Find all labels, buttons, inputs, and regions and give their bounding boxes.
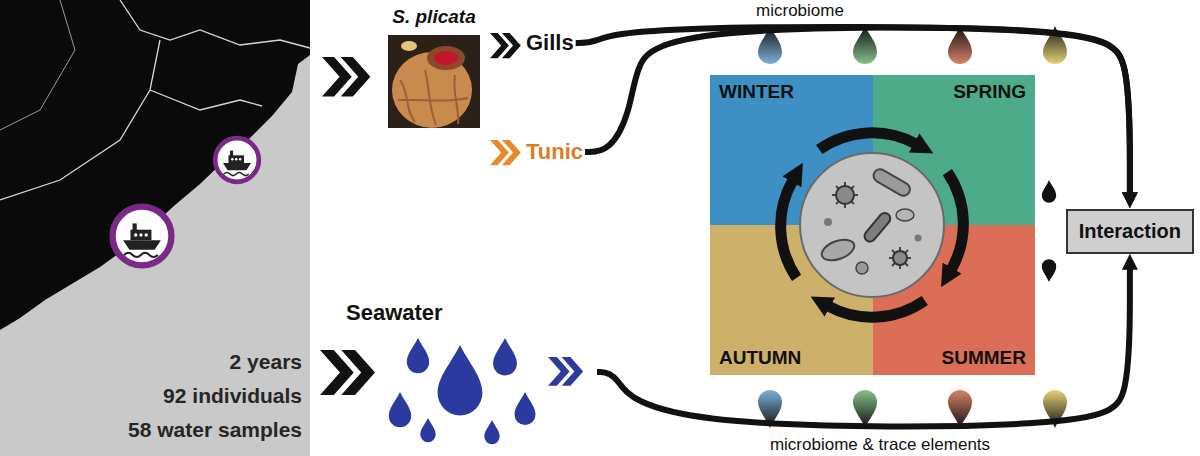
summary-stat: 2 years xyxy=(230,350,302,374)
node-text: AUTUMN xyxy=(719,347,801,369)
node-text: Interaction xyxy=(1079,220,1181,243)
tissue-label: Gills xyxy=(526,30,574,56)
node-text: S. plicata xyxy=(384,6,484,28)
ascidian-photo xyxy=(388,35,480,128)
summary-stat: 58 water samples xyxy=(128,418,302,442)
map xyxy=(0,0,310,456)
summary-stat: 92 individuals xyxy=(163,384,302,408)
season-quadrant: WINTER xyxy=(710,75,873,225)
node-text: WINTER xyxy=(719,81,794,103)
water-drops xyxy=(389,338,536,444)
edge-label: microbiome xyxy=(750,1,850,21)
interaction-box: Interaction xyxy=(1066,209,1194,254)
node-text: Seawater xyxy=(346,300,597,326)
chevron-arrows xyxy=(320,33,583,395)
species-photo: S. plicata xyxy=(384,6,484,130)
node-text: Gills xyxy=(526,30,574,56)
node-text: SPRING xyxy=(953,81,1026,103)
edge-label: microbiome & trace elements xyxy=(764,435,996,455)
season-quadrant: SPRING xyxy=(873,75,1035,225)
node-text: Tunic xyxy=(526,139,583,165)
microbes xyxy=(800,153,944,297)
tissue-label: Tunic xyxy=(526,139,583,165)
node-text: SUMMER xyxy=(942,347,1026,369)
season-quadrant: SUMMER xyxy=(873,225,1035,375)
cycle-arrows xyxy=(781,133,964,317)
season-quadrant: AUTUMN xyxy=(710,225,873,375)
seawater-group: Seawater xyxy=(340,292,597,452)
